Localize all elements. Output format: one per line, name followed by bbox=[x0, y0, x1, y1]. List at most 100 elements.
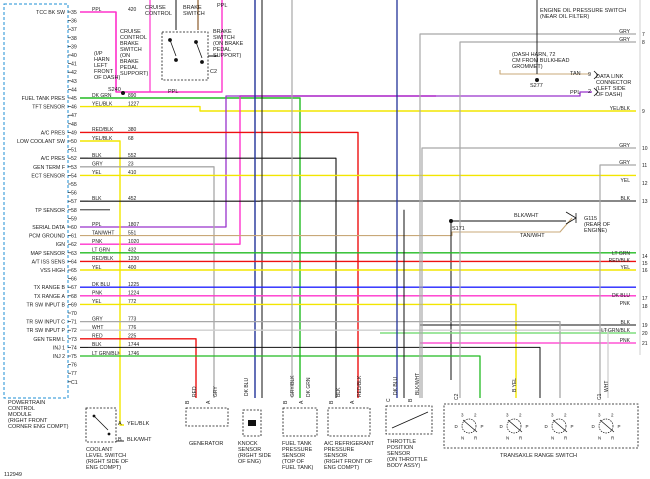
svg-text:9: 9 bbox=[588, 72, 591, 78]
pin-name: SERIAL DATA bbox=[32, 225, 65, 231]
pin-number: 52 bbox=[71, 156, 77, 162]
wire-serial-data bbox=[80, 91, 592, 228]
label-line: (LEFT SIDE bbox=[596, 86, 626, 92]
pin-circuit: 410 bbox=[128, 170, 137, 176]
wire-ac-pres bbox=[80, 131, 359, 398]
pin-name: IGN bbox=[56, 242, 65, 248]
pin-wire-color: GRY bbox=[92, 162, 103, 168]
label-line: DATA LINK bbox=[596, 74, 624, 80]
label-line: ENG COMPT) bbox=[86, 465, 121, 471]
trs-position-letter: N bbox=[551, 435, 554, 440]
trs-position-letter: 2 bbox=[474, 413, 477, 418]
pin-number: 77 bbox=[71, 371, 77, 377]
trs-position-letter: D bbox=[455, 424, 459, 429]
pin-wire-color: YEL/BLK bbox=[92, 101, 113, 107]
label-line: (RIGHT SIDE bbox=[238, 453, 272, 459]
label-line: OF ENG) bbox=[238, 459, 261, 465]
right-wire-label: PNK bbox=[620, 301, 631, 307]
wire-tr-sw-c bbox=[80, 320, 561, 398]
pin-wire-color: DK BLU bbox=[92, 282, 110, 288]
label-line: GROMMET) bbox=[512, 64, 543, 70]
pin-name: TX RANGE B bbox=[34, 285, 66, 291]
label-line: BODY ASSY) bbox=[387, 463, 420, 469]
label-line: SWITCH bbox=[183, 11, 205, 17]
wire-fuel-tank-pres bbox=[80, 97, 301, 398]
pin-name: PCM GROUND bbox=[29, 234, 65, 240]
label-line: (ON bbox=[120, 53, 130, 59]
trs-contact-arm bbox=[599, 419, 615, 433]
right-wire-label: YEL/BLK bbox=[610, 106, 631, 112]
trs-position-letter: R bbox=[564, 435, 568, 440]
label-line: (TOP OF bbox=[282, 459, 305, 465]
pin-number: 63 bbox=[71, 251, 77, 257]
right-wire-number: 9 bbox=[642, 109, 645, 115]
label-line: SENSOR bbox=[387, 451, 410, 457]
pin-wire-color: PNK bbox=[92, 239, 103, 245]
right-wire-label: GRY bbox=[619, 29, 630, 35]
wire-row-11 bbox=[599, 164, 636, 398]
wire-gen-term-f bbox=[80, 166, 215, 398]
pin-name: TP SENSOR bbox=[35, 208, 65, 214]
wire-low-coolant bbox=[80, 140, 124, 426]
oil-pressure-labels: ENGINE OIL PRESSURE SWITCH(NEAR OIL FILT… bbox=[512, 8, 631, 98]
trs-position-letter: 3 bbox=[506, 413, 509, 418]
pin-circuit: 68 bbox=[128, 136, 134, 142]
svg-text:WHT: WHT bbox=[604, 381, 610, 392]
label-line: (ON THROTTLE bbox=[387, 457, 428, 463]
label-line: SWITCH bbox=[213, 35, 235, 41]
label-line: SENSOR bbox=[324, 453, 347, 459]
pin-number: 73 bbox=[71, 337, 77, 343]
pin-name: GEN TERM F bbox=[33, 165, 65, 171]
label-line: (REAR OF bbox=[584, 222, 611, 228]
splice-s240 bbox=[121, 91, 125, 95]
wire-gen-term-l bbox=[80, 338, 197, 398]
pin-number: 39 bbox=[71, 44, 77, 50]
pin-wire-color: PPL bbox=[92, 222, 102, 228]
pin-number: 45 bbox=[71, 96, 77, 102]
label-line: FRONT bbox=[94, 69, 114, 75]
label-line: (NEAR OIL FILTER) bbox=[540, 14, 589, 20]
wire-inj1 bbox=[80, 346, 541, 398]
label-line: BRAKE bbox=[213, 29, 232, 35]
svg-text:S240: S240 bbox=[108, 87, 121, 93]
generator-box bbox=[185, 407, 229, 427]
pin-circuit: 400 bbox=[128, 265, 137, 271]
right-wire-number: 21 bbox=[642, 341, 648, 347]
label-line: CONNECTOR bbox=[596, 80, 631, 86]
pin-name: MAP SENSOR bbox=[31, 251, 66, 257]
pin-number: C1 bbox=[71, 380, 78, 386]
ground-g115-symbol bbox=[565, 211, 577, 225]
svg-text:BLK: BLK bbox=[336, 387, 342, 397]
pin-circuit: 225 bbox=[128, 334, 137, 340]
pin-number: 59 bbox=[71, 216, 77, 222]
wire-row-10 bbox=[421, 147, 636, 398]
pin-name: TFT SENSOR bbox=[32, 105, 65, 111]
pin-circuit: 1746 bbox=[128, 351, 139, 357]
svg-text:RED/BLK: RED/BLK bbox=[357, 375, 363, 397]
pin-circuit: 1224 bbox=[128, 291, 139, 297]
right-wire-number: 20 bbox=[642, 331, 648, 337]
trs-position-letter: N bbox=[461, 435, 464, 440]
label-line: ENGINE OIL PRESSURE SWITCH bbox=[540, 8, 626, 14]
label-line: PEDAL bbox=[120, 65, 138, 71]
pin-number: 44 bbox=[71, 87, 77, 93]
svg-text:S277: S277 bbox=[530, 83, 543, 89]
pin-wire-color: BLK bbox=[92, 153, 102, 159]
trs-position-letter: 2 bbox=[519, 413, 522, 418]
pin-circuit: 432 bbox=[128, 248, 137, 254]
pin-number: 70 bbox=[71, 311, 77, 317]
pin-number: 43 bbox=[71, 79, 77, 85]
trs-position-letter: P bbox=[571, 424, 574, 429]
pin-number: 68 bbox=[71, 294, 77, 300]
label-line: BRAKE bbox=[120, 41, 139, 47]
pin-name: FUEL TANK PRES bbox=[22, 96, 66, 102]
right-wire-label: GRY bbox=[619, 143, 630, 149]
data-link-connector-symbol bbox=[593, 70, 599, 97]
label-line: COOLANT bbox=[86, 447, 113, 453]
trs-position-letter: 2 bbox=[564, 413, 567, 418]
pin-circuit: 552 bbox=[128, 153, 137, 159]
svg-text:GRY: GRY bbox=[213, 386, 219, 397]
label-line: SUPPORT) bbox=[120, 71, 148, 77]
svg-text:PPL: PPL bbox=[217, 3, 227, 9]
